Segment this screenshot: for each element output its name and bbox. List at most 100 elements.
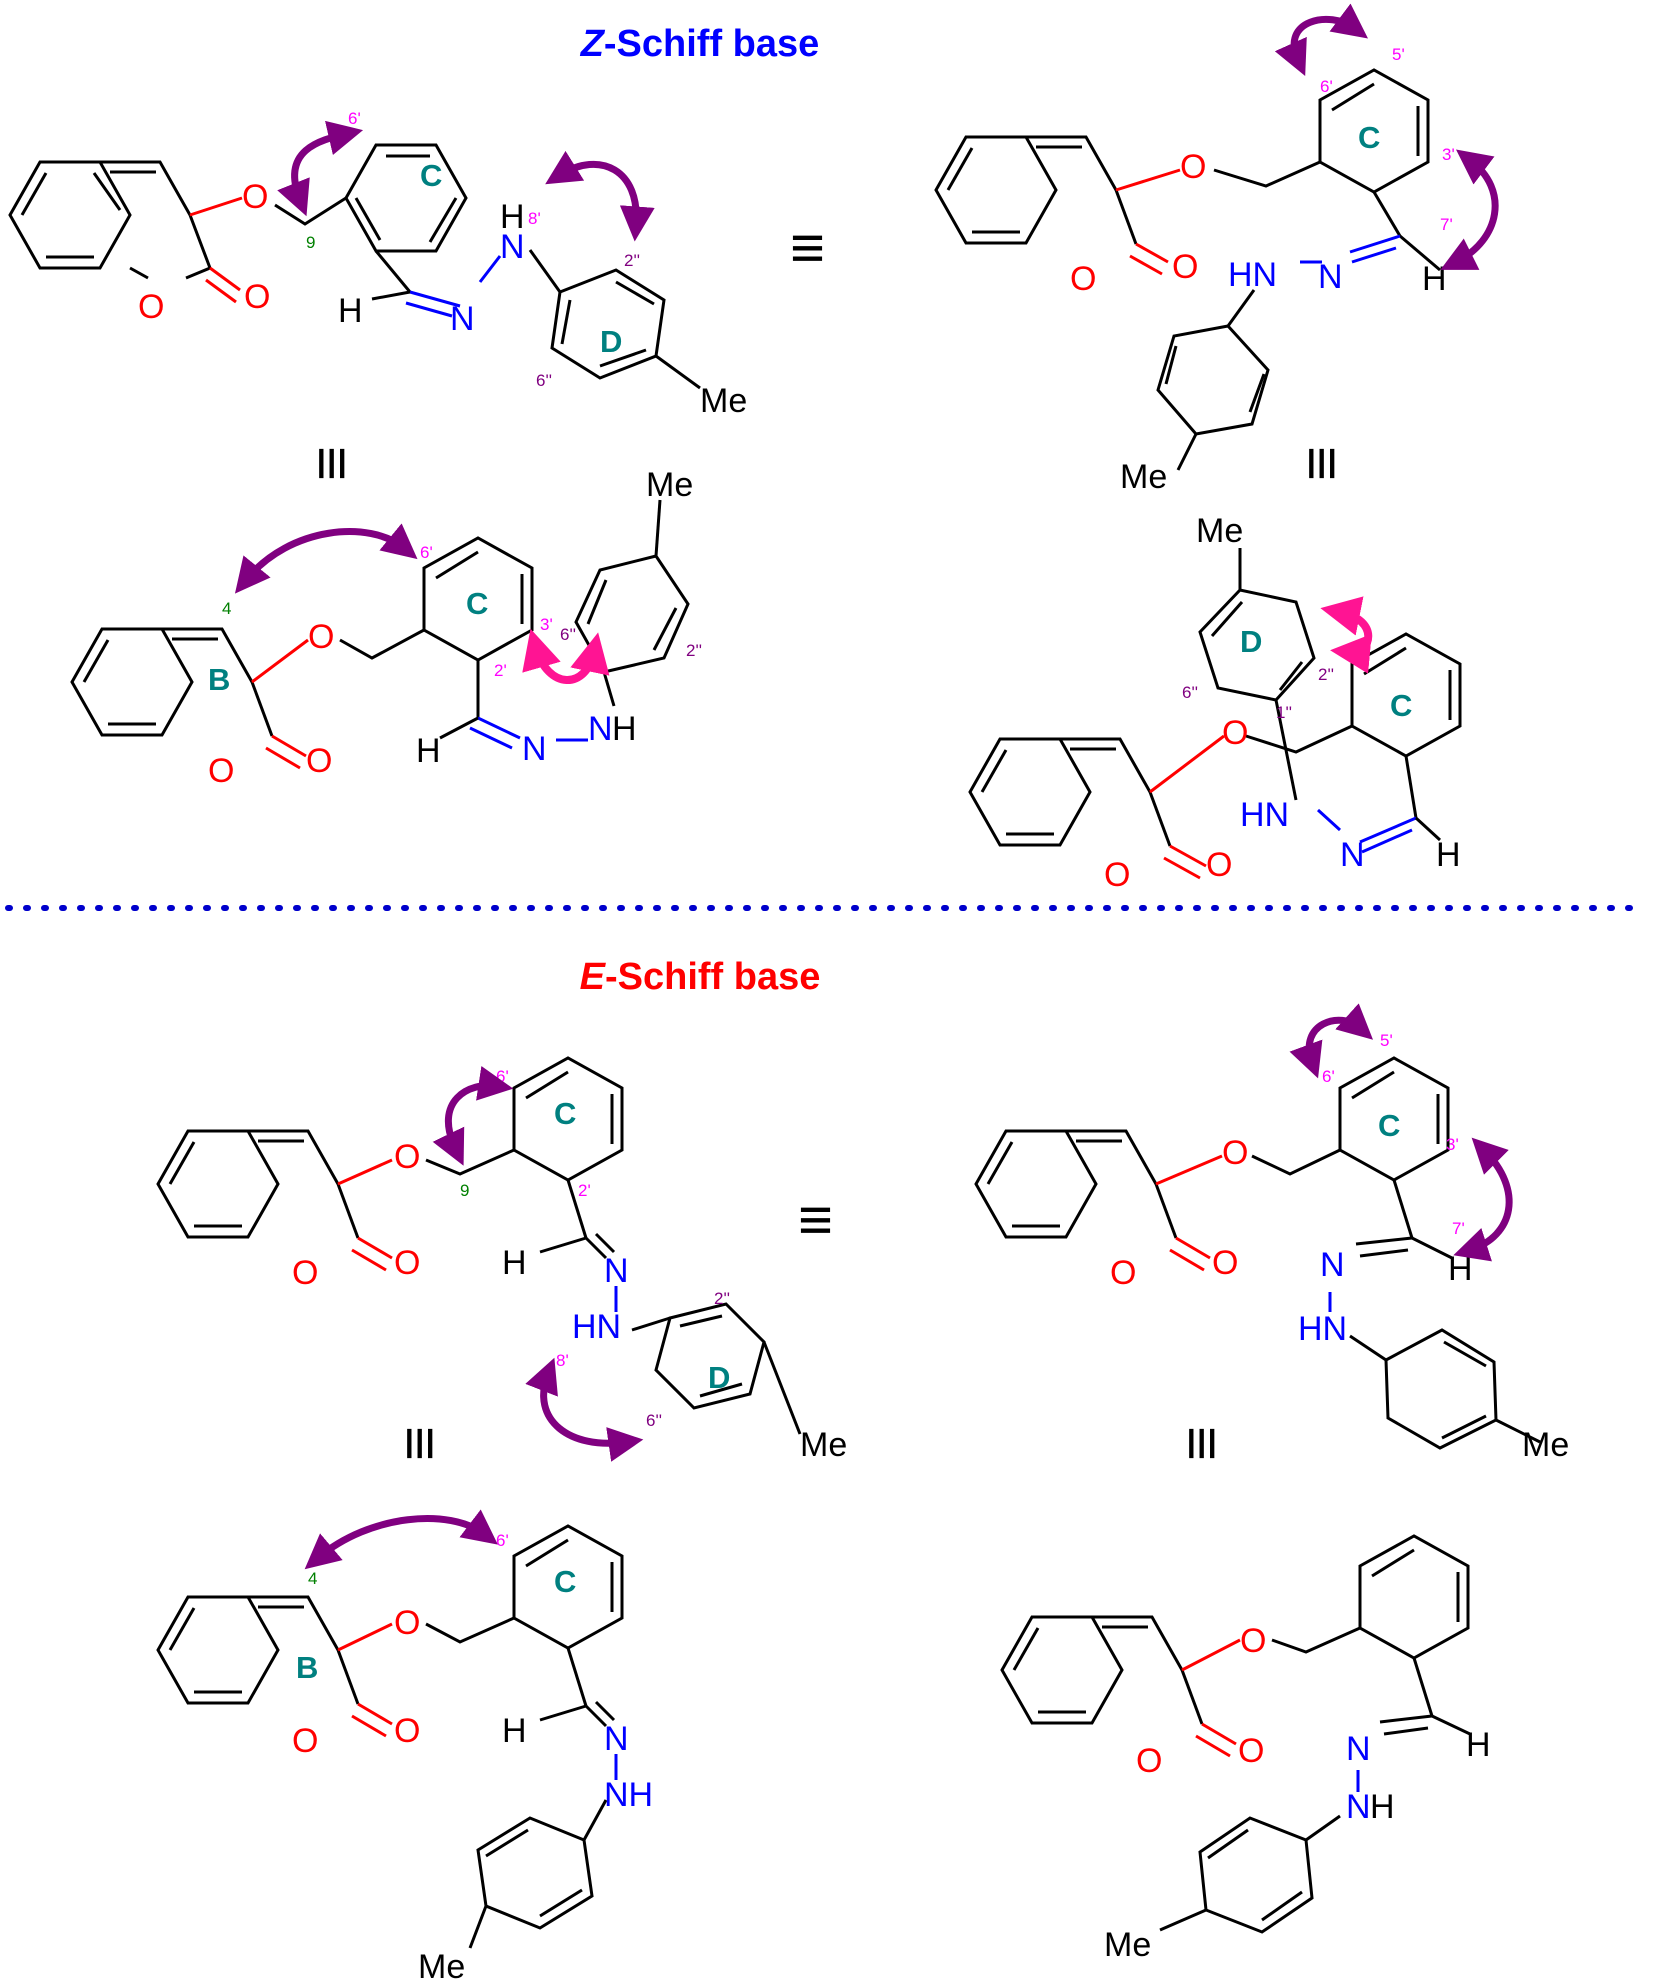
e-top-right-labels: O O O N H HN Me C 6' 5' 3' 7' ≡ <box>1110 1003 1569 1464</box>
equiv-symbol: ≡ <box>299 446 366 481</box>
svg-text:N: N <box>588 710 613 748</box>
svg-text:O: O <box>394 1604 420 1642</box>
svg-text:6': 6' <box>1322 1067 1335 1086</box>
noe-arrow-3p-7p <box>1453 1137 1513 1262</box>
svg-text:5': 5' <box>1380 1031 1393 1050</box>
svg-text:C: C <box>1390 688 1412 723</box>
svg-text:D: D <box>600 324 622 359</box>
svg-text:O: O <box>292 1254 318 1292</box>
svg-text:8': 8' <box>528 209 541 228</box>
svg-text:C: C <box>420 158 442 193</box>
svg-text:O: O <box>1222 714 1248 752</box>
svg-text:2'': 2'' <box>624 251 640 270</box>
equiv-symbol: ≡ <box>1289 446 1356 481</box>
svg-text:O: O <box>394 1138 420 1176</box>
svg-text:4: 4 <box>308 1569 317 1588</box>
svg-text:6': 6' <box>348 109 361 128</box>
svg-text:N: N <box>1346 1730 1371 1768</box>
svg-text:HN: HN <box>1228 256 1277 294</box>
svg-text:H: H <box>1422 260 1447 298</box>
svg-text:Me: Me <box>646 466 693 504</box>
svg-text:H: H <box>612 710 637 748</box>
svg-text:N: N <box>500 228 525 266</box>
svg-text:O: O <box>244 278 270 316</box>
svg-text:9: 9 <box>306 233 315 252</box>
svg-text:O: O <box>308 618 334 656</box>
noe-arrow-6p-5p <box>1274 3 1369 76</box>
svg-text:D: D <box>708 1360 730 1395</box>
svg-text:2'': 2'' <box>714 1289 730 1308</box>
z-structure-bottom-left <box>70 499 690 770</box>
svg-text:9: 9 <box>460 1181 469 1200</box>
svg-text:6'': 6'' <box>1182 683 1198 702</box>
svg-text:O: O <box>394 1712 420 1750</box>
svg-text:O: O <box>1110 1254 1136 1292</box>
svg-text:C: C <box>554 1096 576 1131</box>
svg-text:6': 6' <box>420 543 433 562</box>
svg-text:O: O <box>1070 260 1096 298</box>
e-schiff-title: E-Schiff base <box>580 956 821 998</box>
noe-arrow-3p-7p <box>1440 149 1499 270</box>
z-structure-bottom-right <box>968 548 1462 880</box>
noe-arrow-9-6p <box>277 120 364 217</box>
equiv-symbol: ≡ <box>387 1426 454 1461</box>
svg-text:Me: Me <box>418 1948 465 1982</box>
svg-text:B: B <box>296 1650 318 1685</box>
svg-text:H: H <box>1466 1726 1491 1764</box>
svg-text:C: C <box>1358 120 1380 155</box>
svg-text:Me: Me <box>1196 512 1243 550</box>
svg-text:2'': 2'' <box>1318 665 1334 684</box>
svg-text:N: N <box>1346 1788 1371 1826</box>
e-structure-bottom-right <box>1000 1534 1471 1934</box>
noe-arrow-2pp-6p <box>1320 596 1373 674</box>
noe-arrow-8p-6pp <box>525 1357 644 1462</box>
svg-text:3': 3' <box>1442 145 1455 164</box>
svg-text:N: N <box>604 1252 629 1290</box>
svg-text:O: O <box>1172 248 1198 286</box>
noe-arrow-4-6p <box>304 1509 498 1570</box>
e-top-left-labels: O O O H N HN Me C D 9 6' 2' 8' 2'' 6'' ≡… <box>292 1066 847 1464</box>
e-structure-bottom-left <box>156 1524 624 1949</box>
svg-text:Me: Me <box>1120 458 1167 496</box>
svg-text:O: O <box>1136 1742 1162 1780</box>
z-bottom-right-labels: O O O HN N H Me C D 6' 2'' 6'' 1'' <box>1104 512 1461 894</box>
svg-text:8': 8' <box>556 1351 569 1370</box>
svg-text:N: N <box>1318 258 1343 296</box>
svg-text:H: H <box>1448 1250 1473 1288</box>
noe-arrow-6p-5p <box>1289 1003 1374 1079</box>
z-structure-top-left <box>8 143 701 390</box>
equiv-symbol: ≡ <box>790 214 825 281</box>
noe-arrow-4-6p <box>234 523 418 594</box>
svg-text:HN: HN <box>1298 1310 1347 1348</box>
svg-text:Me: Me <box>800 1426 847 1464</box>
svg-text:2'': 2'' <box>686 641 702 660</box>
svg-text:H: H <box>1370 1788 1395 1826</box>
svg-text:5': 5' <box>1392 45 1405 64</box>
svg-text:C: C <box>554 1564 576 1599</box>
svg-text:7': 7' <box>1440 215 1453 234</box>
svg-text:H: H <box>416 732 441 770</box>
svg-text:H: H <box>1436 836 1461 874</box>
svg-text:C: C <box>466 586 488 621</box>
svg-text:O: O <box>394 1244 420 1282</box>
z-top-left-labels: O O O H N N H Me C D 9 6' 8' 2'' 6'' ≡ ≡ <box>138 109 825 481</box>
svg-text:O: O <box>242 178 268 216</box>
svg-text:NH: NH <box>604 1776 653 1814</box>
svg-text:O: O <box>1222 1134 1248 1172</box>
svg-text:2': 2' <box>578 1181 591 1200</box>
e-structure-top-right <box>974 1056 1541 1450</box>
svg-text:N: N <box>1320 1246 1345 1284</box>
noe-arrow-8p-2pp <box>545 150 655 242</box>
svg-text:6': 6' <box>496 1531 509 1550</box>
svg-text:N: N <box>522 730 547 768</box>
svg-text:O: O <box>1238 1732 1264 1770</box>
svg-text:O: O <box>1240 1622 1266 1660</box>
svg-text:Me: Me <box>1104 1926 1151 1964</box>
svg-text:6'': 6'' <box>536 371 552 390</box>
svg-text:B: B <box>208 662 230 697</box>
noe-arrow-3p-6pp <box>522 628 610 684</box>
svg-text:6': 6' <box>1320 77 1333 96</box>
svg-text:2': 2' <box>494 661 507 680</box>
svg-text:O: O <box>306 742 332 780</box>
svg-text:N: N <box>450 300 475 338</box>
